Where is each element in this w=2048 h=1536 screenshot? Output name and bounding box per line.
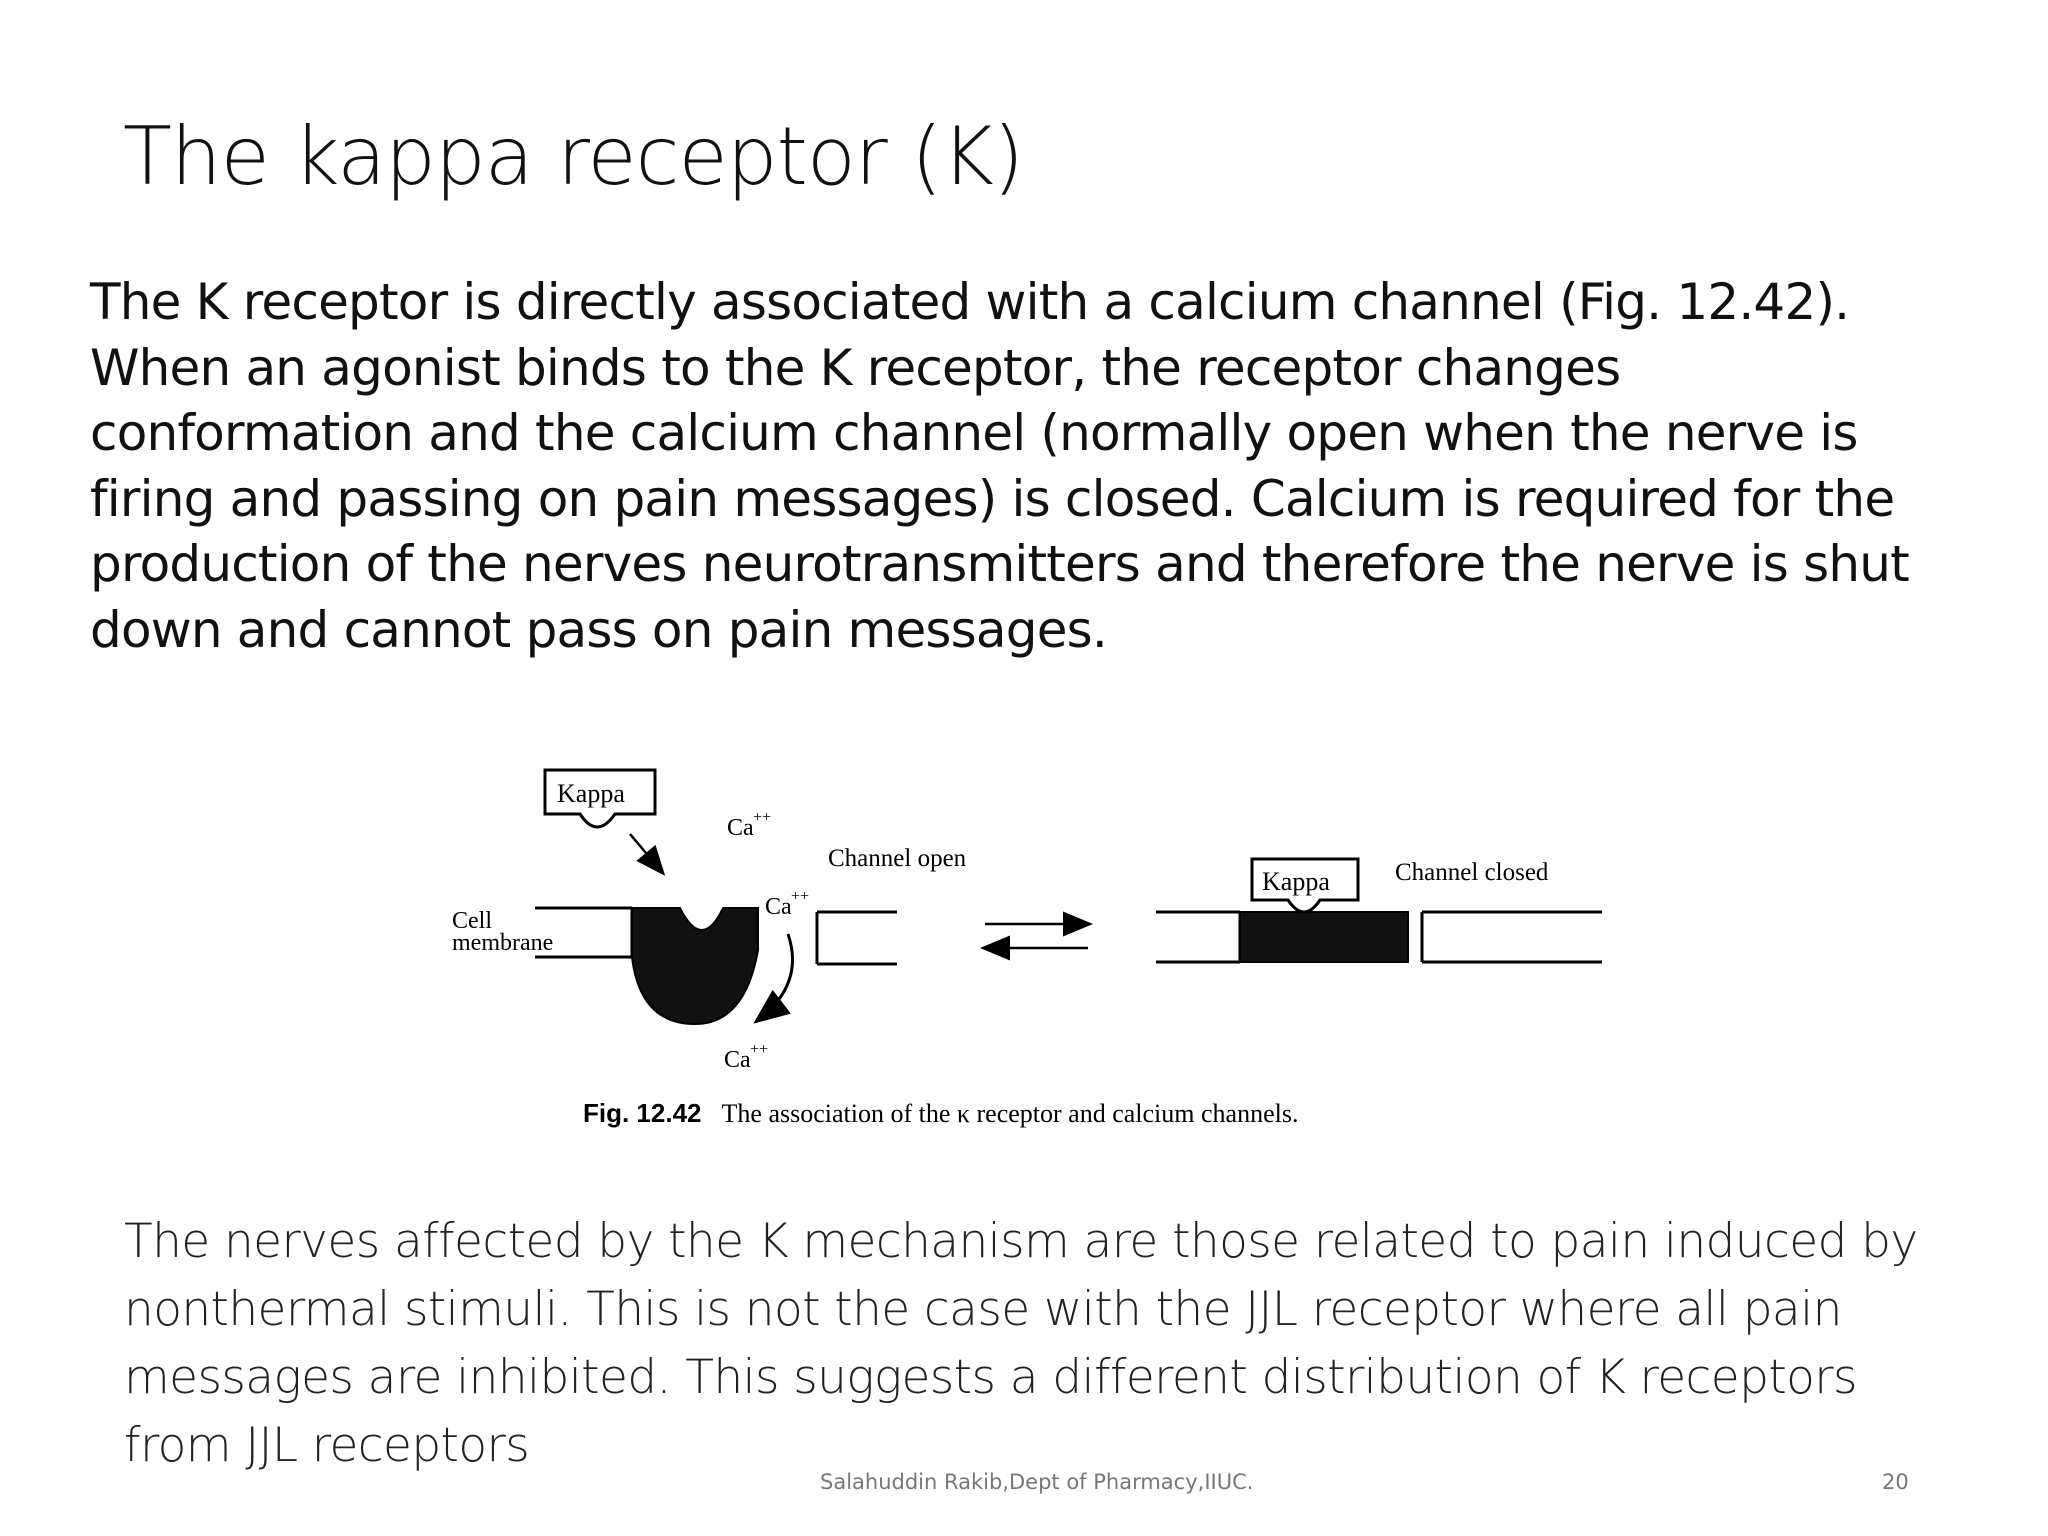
membrane-right-panel-left-segment (1156, 910, 1242, 964)
paragraph-1: The K receptor is directly associated wi… (90, 270, 1990, 663)
figure-caption: Fig. 12.42 The association of the κ rece… (583, 1098, 1298, 1128)
equilibrium-arrows (980, 911, 1093, 961)
figure-caption-text: The association of the κ receptor and ca… (722, 1099, 1299, 1128)
svg-text:++: ++ (791, 888, 809, 905)
svg-text:Ca: Ca (727, 815, 754, 841)
kappa-ligand-bound: Kappa (1250, 857, 1360, 914)
membrane-label: membrane (452, 930, 553, 956)
slide-page-number: 20 (1882, 1470, 1909, 1494)
paragraph-1-line: firing and passing on pain messages) is … (90, 469, 1895, 528)
paragraph-2-line: messages are inhibited. This suggests a … (124, 1350, 1858, 1405)
calcium-channel-closed (1420, 910, 1602, 964)
figure-caption-number: Fig. 12.42 (583, 1098, 702, 1128)
figure-kappa-calcium-channel: Kappa Ca ++ Ca ++ Ca ++ Channel open Cel… (440, 752, 1620, 1142)
ca-label-middle: Ca ++ (765, 888, 809, 920)
kappa-label-right: Kappa (1262, 867, 1330, 896)
calcium-channel-open (815, 910, 897, 966)
svg-text:Ca: Ca (724, 1047, 751, 1073)
paragraph-1-line: The K receptor is directly associated wi… (90, 273, 1850, 331)
paragraph-1-line: down and cannot pass on pain messages. (90, 600, 1108, 659)
slide-footer: Salahuddin Rakib,Dept of Pharmacy,IIUC. (820, 1470, 1254, 1494)
slide-title: The kappa receptor (K) (123, 110, 1024, 203)
kappa-receptor-open (631, 907, 759, 1026)
paragraph-1-line: When an agonist binds to the K receptor,… (90, 338, 1621, 397)
kappa-receptor-closed (1239, 911, 1409, 963)
svg-text:Ca: Ca (765, 894, 792, 920)
paragraph-2-line: nonthermal stimuli. This is not the case… (124, 1282, 1842, 1337)
channel-open-label: Channel open (828, 845, 967, 872)
cell-label: Cell (452, 908, 492, 934)
ca-label-bottom: Ca ++ (724, 1041, 768, 1073)
ca-label-top: Ca ++ (727, 809, 771, 841)
svg-text:++: ++ (750, 1041, 768, 1058)
paragraph-1-line: conformation and the calcium channel (no… (90, 404, 1858, 462)
channel-closed-label: Channel closed (1395, 859, 1549, 886)
paragraph-2-line: from JJL receptors (124, 1418, 530, 1473)
kappa-ligand-left: Kappa (543, 768, 657, 829)
paragraph-2-line: The nerves affected by the K mechanism a… (124, 1214, 1918, 1269)
paragraph-1-line: production of the nerves neurotransmitte… (90, 535, 1910, 593)
svg-text:++: ++ (753, 809, 771, 826)
figure-diagram: Kappa Ca ++ Ca ++ Ca ++ Channel open Cel… (452, 768, 1602, 1128)
kappa-label-left: Kappa (557, 779, 625, 808)
binding-arrow (629, 833, 666, 876)
paragraph-2: The nerves affected by the K mechanism a… (124, 1208, 2004, 1480)
calcium-flow-arrow (753, 933, 795, 1024)
